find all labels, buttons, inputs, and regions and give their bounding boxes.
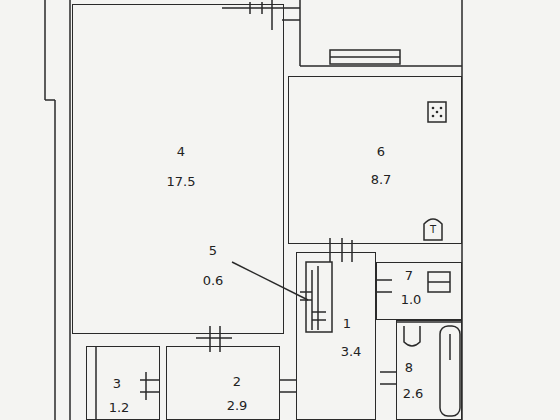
- room-area: 1.0: [401, 293, 422, 306]
- room-number: 2: [233, 375, 241, 388]
- room-number: 7: [405, 269, 413, 282]
- room-label: 5: [209, 244, 217, 257]
- room-area: 2.6: [403, 387, 424, 400]
- room-outline: 22.9: [166, 346, 280, 420]
- room-outline: 71.0: [376, 262, 462, 320]
- room-area: 17.5: [167, 175, 196, 188]
- room-area: 3.4: [341, 345, 362, 358]
- room-number: 1: [343, 317, 351, 330]
- room-area: 8.7: [371, 173, 392, 186]
- room-number: 4: [177, 145, 185, 158]
- room-outline: 68.7: [288, 76, 462, 244]
- room-number: 6: [377, 145, 385, 158]
- room-outline: 13.4: [296, 252, 376, 420]
- room-label: 0.6: [203, 274, 224, 287]
- room-area: 2.9: [227, 399, 248, 412]
- fixture-mark: Т: [430, 225, 436, 235]
- room-outline: 82.6: [396, 320, 462, 420]
- room-number: 8: [405, 361, 413, 374]
- room-outline: 31.2: [86, 346, 160, 420]
- room-outline: 417.5: [72, 4, 284, 334]
- room-area: 1.2: [109, 401, 130, 414]
- room-number: 3: [113, 377, 121, 390]
